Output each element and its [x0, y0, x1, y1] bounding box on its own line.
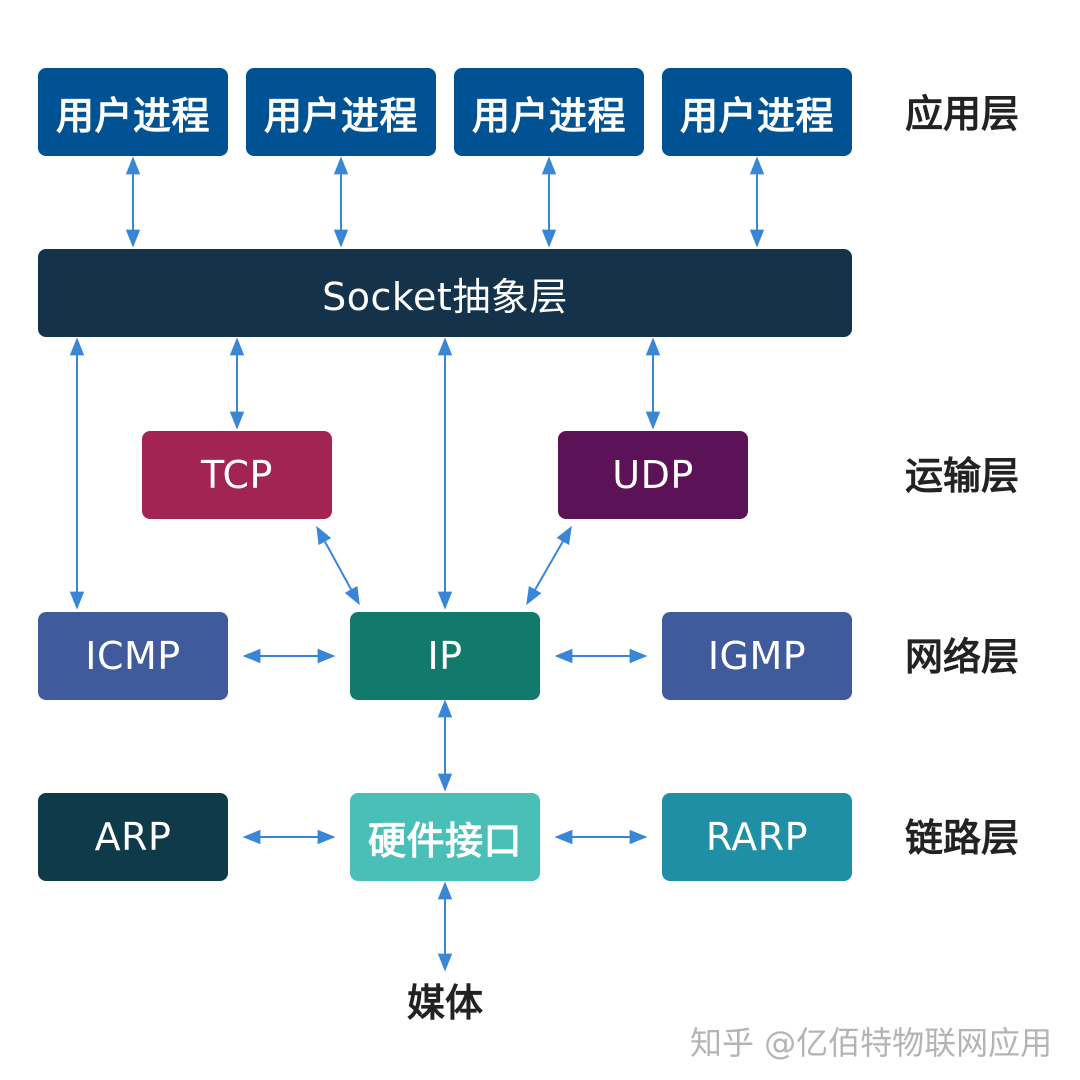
rarp-box: RARP — [662, 793, 852, 881]
arp-box: ARP — [38, 793, 228, 881]
application-layer-label: 应用层 — [905, 92, 1020, 136]
tcp-box: TCP — [142, 431, 332, 519]
link-layer-label: 链路层 — [905, 816, 1020, 860]
udp-label: UDP — [612, 453, 694, 497]
media-label: 媒体 — [406, 981, 483, 1025]
transport-layer-label: 运输层 — [905, 454, 1020, 498]
igmp-box: IGMP — [662, 612, 852, 700]
igmp-label: IGMP — [707, 634, 807, 678]
user-process-box-1: 用户进程 — [38, 68, 228, 156]
socket-layer-box: Socket抽象层 — [38, 249, 852, 337]
ip-box: IP — [350, 612, 540, 700]
user-process-box-2: 用户进程 — [246, 68, 436, 156]
hardware-interface-box: 硬件接口 — [350, 793, 540, 881]
hardware-interface-label: 硬件接口 — [367, 818, 522, 863]
user-process-label: 用户进程 — [263, 93, 418, 138]
watermark: 知乎 @亿佰特物联网应用 — [690, 1024, 1053, 1062]
icmp-box: ICMP — [38, 612, 228, 700]
user-process-box-4: 用户进程 — [662, 68, 852, 156]
rarp-label: RARP — [705, 815, 809, 859]
arrow-tcp-ip — [316, 525, 360, 606]
user-process-box-3: 用户进程 — [454, 68, 644, 156]
user-process-label: 用户进程 — [679, 93, 834, 138]
udp-box: UDP — [558, 431, 748, 519]
icmp-label: ICMP — [85, 634, 181, 678]
arrow-udp-ip — [526, 525, 572, 606]
user-process-label: 用户进程 — [471, 93, 626, 138]
ip-label: IP — [427, 634, 463, 678]
user-process-label: 用户进程 — [55, 93, 210, 138]
network-layer-label: 网络层 — [905, 635, 1020, 679]
socket-layer-label: Socket抽象层 — [322, 274, 568, 319]
tcp-label: TCP — [201, 453, 273, 497]
arp-label: ARP — [94, 815, 172, 859]
